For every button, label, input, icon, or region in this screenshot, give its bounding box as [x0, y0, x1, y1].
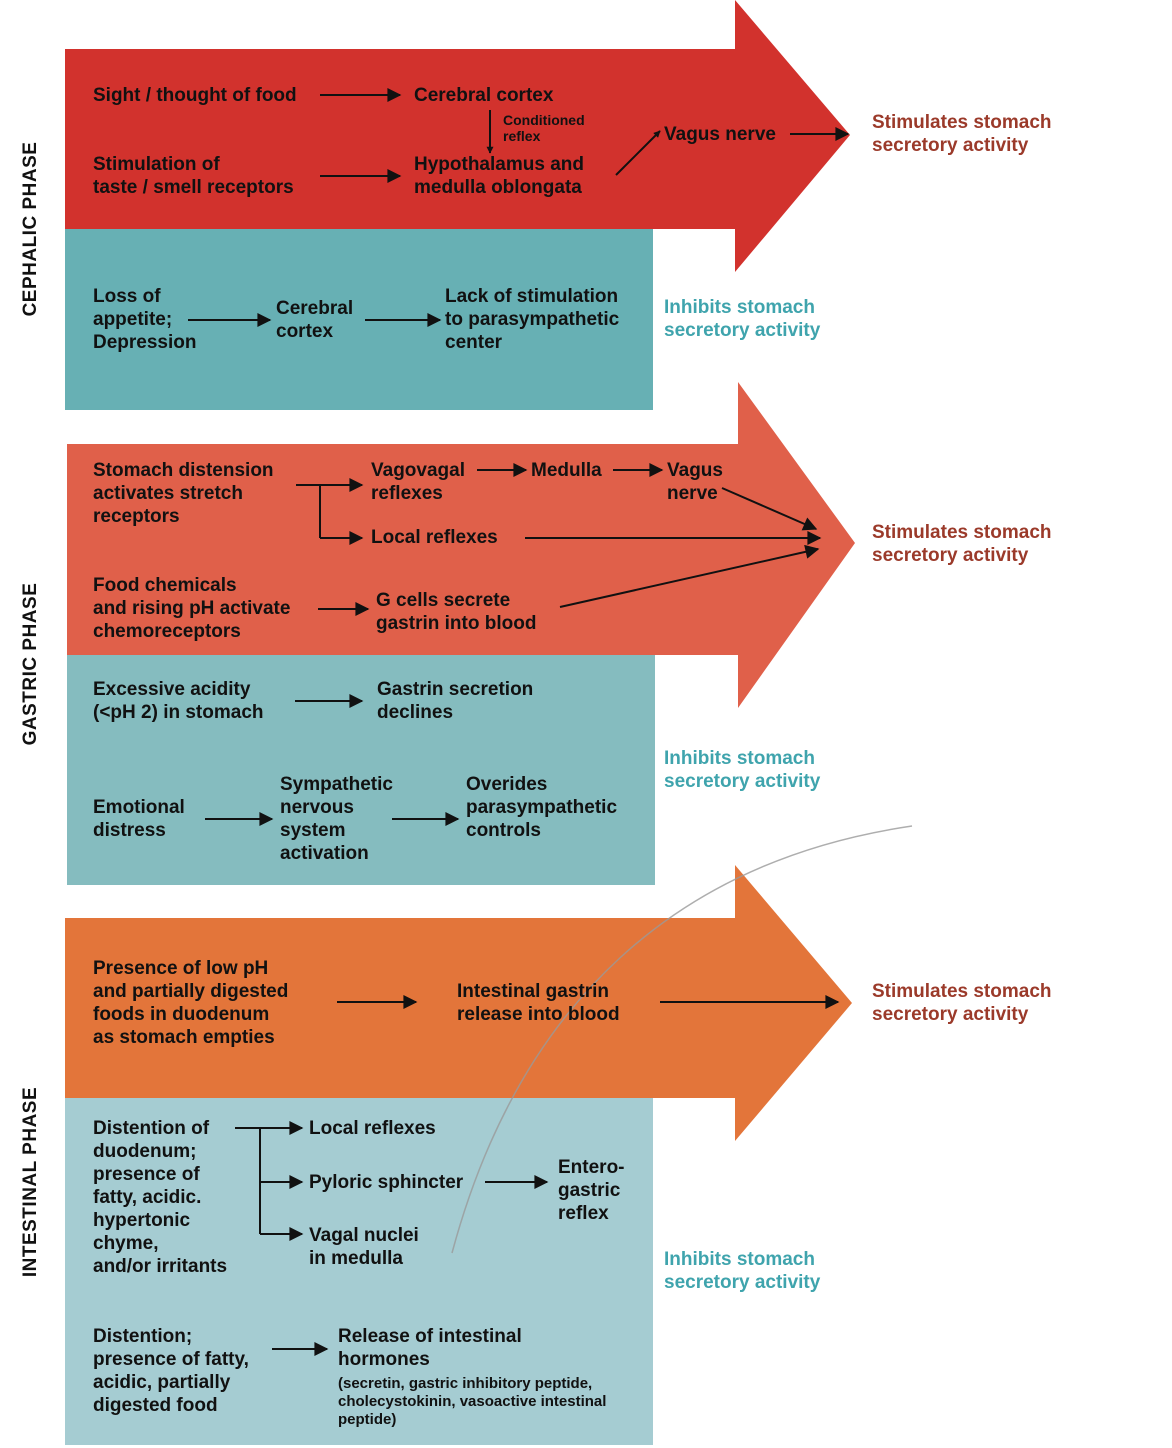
phase-label-cephalic: CEPHALIC PHASE	[20, 141, 41, 317]
node-taste-smell: Stimulation of taste / smell receptors	[93, 154, 294, 198]
node-loss-of-appetite: Loss of appetite; Depression	[93, 286, 197, 353]
node-low-ph: Presence of low pH and partially digeste…	[93, 958, 289, 1048]
node-overides: Overides parasympathetic controls	[466, 774, 618, 841]
node-stomach-distension: Stomach distension activates stretch rec…	[93, 460, 274, 527]
cephalic-stimulate-arrow	[65, 0, 850, 272]
node-distention-fatty-food: Distention; presence of fatty, acidic, p…	[93, 1326, 249, 1416]
node-food-chemicals: Food chemicals and rising pH activate ch…	[93, 575, 291, 642]
output-gastric-inhibits: Inhibits stomach secretory activity	[664, 748, 821, 792]
arrow-vagus-to-converge	[721, 487, 818, 531]
output-intestinal-inhibits: Inhibits stomach secretory activity	[664, 1249, 821, 1293]
node-cerebral-cortex: Cerebral cortex	[414, 85, 554, 106]
output-gastric-stimulates: Stimulates stomach secretory activity	[872, 522, 1052, 566]
node-vagal-nuclei: Vagal nuclei in medulla	[309, 1225, 419, 1269]
node-gastrin-declines: Gastrin secretion declines	[377, 679, 534, 723]
arrow-gcells-to-converge	[559, 544, 820, 608]
node-hormones-note: (secretin, gastric inhibitory peptide, c…	[338, 1375, 607, 1428]
node-lack-of-stimulation: Lack of stimulation to parasympathetic c…	[445, 286, 620, 353]
intestinal-stimulate-arrow	[65, 865, 852, 1141]
node-enterogastric-reflex: Entero- gastric reflex	[558, 1157, 625, 1224]
node-hypothalamus: Hypothalamus and medulla oblongata	[414, 154, 584, 198]
gastric-inhibit-box	[67, 655, 655, 885]
node-intestinal-local-reflexes: Local reflexes	[309, 1118, 436, 1139]
overlay-curve	[451, 825, 913, 1254]
output-cephalic-stimulates: Stimulates stomach secretory activity	[872, 112, 1052, 156]
intestinal-inhibit-box	[65, 1098, 653, 1445]
node-sympathetic: Sympathetic nervous system activation	[280, 774, 393, 864]
node-excessive-acidity: Excessive acidity (<pH 2) in stomach	[93, 679, 264, 723]
node-emotional-distress: Emotional distress	[93, 797, 185, 841]
node-cerebral-cortex-2: Cerebral cortex	[276, 298, 354, 342]
node-intestinal-gastrin: Intestinal gastrin release into blood	[457, 981, 620, 1025]
arrow-hypothalamus-to-vagus	[615, 130, 661, 176]
node-local-reflexes: Local reflexes	[371, 527, 498, 548]
node-sight-of-food: Sight / thought of food	[93, 85, 297, 106]
node-distention-of-duodenum: Distention of duodenum; presence of fatt…	[93, 1118, 228, 1277]
node-vagovagal-reflexes: Vagovagal reflexes	[371, 460, 465, 504]
phase-label-intestinal: INTESTINAL PHASE	[20, 1086, 41, 1278]
node-gastric-vagus-nerve: Vagus nerve	[667, 460, 723, 504]
cephalic-inhibit-box	[65, 229, 653, 410]
phase-label-gastric: GASTRIC PHASE	[20, 582, 41, 746]
output-intestinal-stimulates: Stimulates stomach secretory activity	[872, 981, 1052, 1025]
label-conditioned-reflex: Conditioned reflex	[503, 112, 585, 144]
node-g-cells: G cells secrete gastrin into blood	[376, 590, 537, 634]
output-cephalic-inhibits: Inhibits stomach secretory activity	[664, 297, 821, 341]
node-release-hormones: Release of intestinal hormones	[338, 1326, 522, 1370]
node-medulla: Medulla	[531, 460, 602, 481]
node-vagus-nerve: Vagus nerve	[664, 124, 776, 145]
node-pyloric-sphincter: Pyloric sphincter	[309, 1172, 464, 1193]
